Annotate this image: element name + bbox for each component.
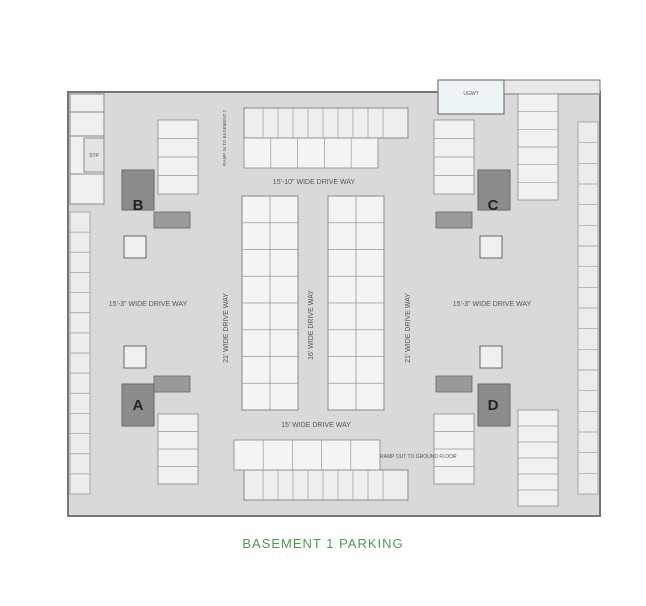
- ramp-out: [243, 469, 409, 501]
- ramp-in-label: RAMP IN TO BASEMENT 2: [222, 110, 227, 166]
- top-right-strip: [503, 79, 601, 95]
- core-block-d: [477, 383, 511, 427]
- stp-room: [83, 137, 105, 173]
- ramp-out-label: RAMP OUT TO GROUND FLOOR: [380, 454, 457, 460]
- core-block-c: [477, 169, 511, 211]
- drive-v-center-label: 16' WIDE DRIVE WAY: [308, 290, 315, 360]
- drive-v-left-label: 21' WIDE DRIVE WAY: [223, 293, 230, 363]
- ramp-in: [243, 107, 409, 139]
- top-stall-row: [243, 137, 379, 169]
- block-b-label: B: [133, 197, 144, 214]
- core-block-a: [121, 383, 155, 427]
- drive-bottom-label: 15' WIDE DRIVE WAY: [281, 422, 351, 429]
- drive-right-label: 15'-3" WIDE DRIVE WAY: [453, 301, 532, 308]
- ugwt-label: UGWT: [463, 91, 478, 97]
- core-block-b: [121, 169, 155, 211]
- block-c-label: C: [488, 197, 499, 214]
- block-a-label: A: [133, 397, 144, 414]
- bottom-stall-row: [233, 439, 381, 471]
- ugwt-tank: [437, 79, 505, 115]
- drive-v-right-label: 21' WIDE DRIVE WAY: [405, 293, 412, 363]
- drive-left-label: 15'-3" WIDE DRIVE WAY: [109, 301, 188, 308]
- drive-top-label: 15'-10" WIDE DRIVE WAY: [273, 179, 356, 186]
- plan-caption: BASEMENT 1 PARKING: [242, 536, 404, 551]
- block-d-label: D: [488, 397, 499, 414]
- stp-label: STP: [89, 153, 99, 159]
